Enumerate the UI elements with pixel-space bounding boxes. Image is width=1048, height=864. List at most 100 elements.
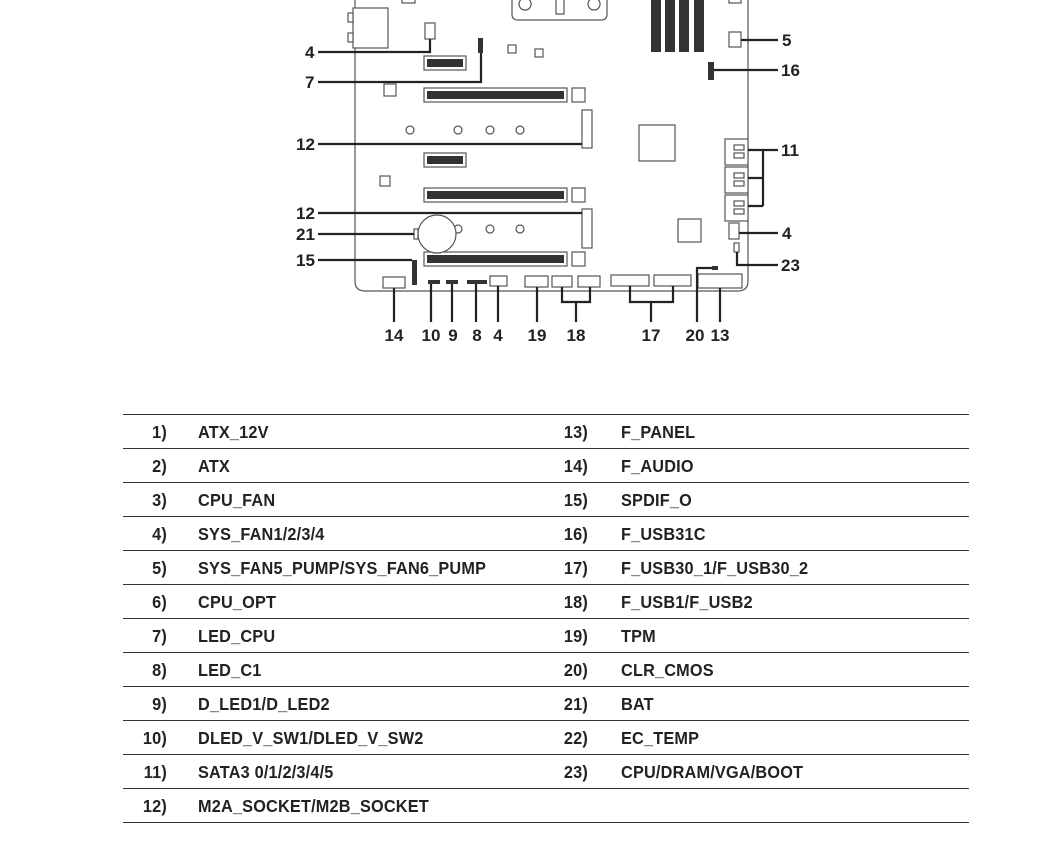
battery — [417, 214, 457, 254]
callout-11: 11 — [781, 141, 799, 160]
connector-legend-table: 1) ATX_12V 13) F_PANEL 2) ATX 14) F_AUDIO 3) CPU_… — [123, 414, 969, 823]
legend-number: 2) — [152, 456, 167, 476]
legend-number: 8) — [152, 660, 167, 680]
callout-8: 8 — [472, 326, 481, 345]
legend-row: 4) SYS_FAN1/2/3/4 16) F_USB31C — [123, 516, 969, 550]
legend-number: 12) — [142, 796, 167, 816]
spdif-header — [412, 260, 417, 285]
bottom-headers — [382, 266, 743, 289]
header-top-right — [728, 0, 742, 4]
callout-23: 23 — [781, 256, 800, 275]
callout-19: 19 — [528, 326, 547, 345]
legend-row: 3) CPU_FAN 15) SPDIF_O — [123, 482, 969, 516]
legend-connector-name: F_USB31C — [621, 524, 706, 544]
chip — [677, 218, 702, 243]
legend-row: 10) DLED_V_SW1/DLED_V_SW2 22) EC_TEMP — [123, 720, 969, 754]
led-cpu-header — [478, 38, 483, 53]
legend-number: 17) — [563, 558, 588, 578]
board-outline — [354, 0, 749, 292]
legend-number: 3) — [152, 490, 167, 510]
legend-connector-name: F_PANEL — [621, 422, 696, 442]
legend-row: 6) CPU_OPT 18) F_USB1/F_USB2 — [123, 584, 969, 618]
legend-connector-name: CPU_OPT — [198, 592, 277, 612]
legend-row: 11) SATA3 0/1/2/3/4/5 23) CPU/DRAM/VGA/BOOT — [123, 754, 969, 788]
legend-connector-name: LED_C1 — [198, 660, 262, 680]
legend-connector-name: F_USB1/F_USB2 — [621, 592, 753, 612]
rear-io-block — [347, 0, 416, 49]
sys-fan5-header — [728, 31, 742, 48]
m2a-socket — [581, 109, 593, 149]
sys-fan-header-right — [728, 222, 740, 240]
callout-7: 7 — [305, 73, 314, 92]
legend-connector-name: F_USB30_1/F_USB30_2 — [621, 558, 809, 578]
callout-4: 4 — [493, 326, 503, 345]
callout-14: 14 — [385, 326, 404, 345]
legend-number: 9) — [152, 694, 167, 714]
legend-connector-name: ATX — [198, 456, 230, 476]
callout-16: 16 — [781, 61, 800, 80]
legend-connector-name: F_AUDIO — [621, 456, 694, 476]
callout-12: 12 — [296, 135, 315, 154]
callout-10: 10 — [422, 326, 441, 345]
status-led — [733, 242, 740, 253]
legend-number: 7) — [152, 626, 167, 646]
m2b-socket — [581, 208, 593, 249]
legend-connector-name: ATX_12V — [198, 422, 269, 442]
pcie-slots — [423, 55, 586, 267]
legend-number: 13) — [563, 422, 588, 442]
legend-connector-name: DLED_V_SW1/DLED_V_SW2 — [198, 728, 424, 748]
callout-20: 20 — [686, 326, 705, 345]
callout-17: 17 — [642, 326, 661, 345]
legend-connector-name: CPU_FAN — [198, 490, 276, 510]
legend-number: 19) — [563, 626, 588, 646]
legend-connector-name: D_LED1/D_LED2 — [198, 694, 330, 714]
legend-number: 6) — [152, 592, 167, 612]
callout-4: 4 — [305, 43, 315, 62]
motherboard-layout-diagram: 4 7 12 12 21 15 5 16 11 4 23 14 10 9 8 4… — [296, 0, 800, 345]
legend-connector-name: CPU/DRAM/VGA/BOOT — [621, 762, 804, 782]
mount-holes — [405, 125, 525, 234]
callout-13: 13 — [711, 326, 730, 345]
legend-number: 22) — [563, 728, 588, 748]
legend-connector-name: SPDIF_O — [621, 490, 692, 510]
legend-number: 14) — [563, 456, 588, 476]
legend-number: 15) — [563, 490, 588, 510]
callout-5: 5 — [782, 31, 791, 50]
legend-row: 1) ATX_12V 13) F_PANEL — [123, 414, 969, 448]
callout-lines — [318, 38, 778, 322]
chipset — [638, 124, 676, 162]
callout-18: 18 — [567, 326, 586, 345]
legend-number: 18) — [563, 592, 588, 612]
legend-number: 5) — [152, 558, 167, 578]
legend-connector-name: EC_TEMP — [621, 728, 700, 748]
legend-row: 9) D_LED1/D_LED2 21) BAT — [123, 686, 969, 720]
legend-connector-name: M2A_SOCKET/M2B_SOCKET — [198, 796, 429, 816]
callout-21: 21 — [296, 225, 315, 244]
legend-connector-name: TPM — [621, 626, 656, 646]
legend-number: 16) — [563, 524, 588, 544]
legend-row: 12) M2A_SOCKET/M2B_SOCKET — [123, 788, 969, 823]
legend-number: 10) — [142, 728, 167, 748]
legend-number: 21) — [563, 694, 588, 714]
legend-number: 11) — [143, 762, 167, 782]
cpu-socket-bracket — [511, 0, 608, 21]
legend-connector-name: CLR_CMOS — [621, 660, 714, 680]
legend-row: 5) SYS_FAN5_PUMP/SYS_FAN6_PUMP 17) F_USB30_… — [123, 550, 969, 584]
callout-15: 15 — [296, 251, 315, 270]
f-usb31c-header — [708, 62, 714, 80]
legend-number: 4) — [152, 524, 167, 544]
legend-number: 1) — [152, 422, 167, 442]
legend-number: 23) — [563, 762, 588, 782]
legend-connector-name: SYS_FAN5_PUMP/SYS_FAN6_PUMP — [198, 558, 487, 578]
callout-4: 4 — [782, 224, 792, 243]
callout-12: 12 — [296, 204, 315, 223]
callout-9: 9 — [448, 326, 457, 345]
sata-ports — [724, 138, 749, 222]
legend-connector-name: BAT — [621, 694, 654, 714]
dram-slots — [651, 0, 704, 52]
legend-connector-name: SATA3 0/1/2/3/4/5 — [198, 762, 334, 782]
legend-connector-name: SYS_FAN1/2/3/4 — [198, 524, 325, 544]
legend-row: 2) ATX 14) F_AUDIO — [123, 448, 969, 482]
